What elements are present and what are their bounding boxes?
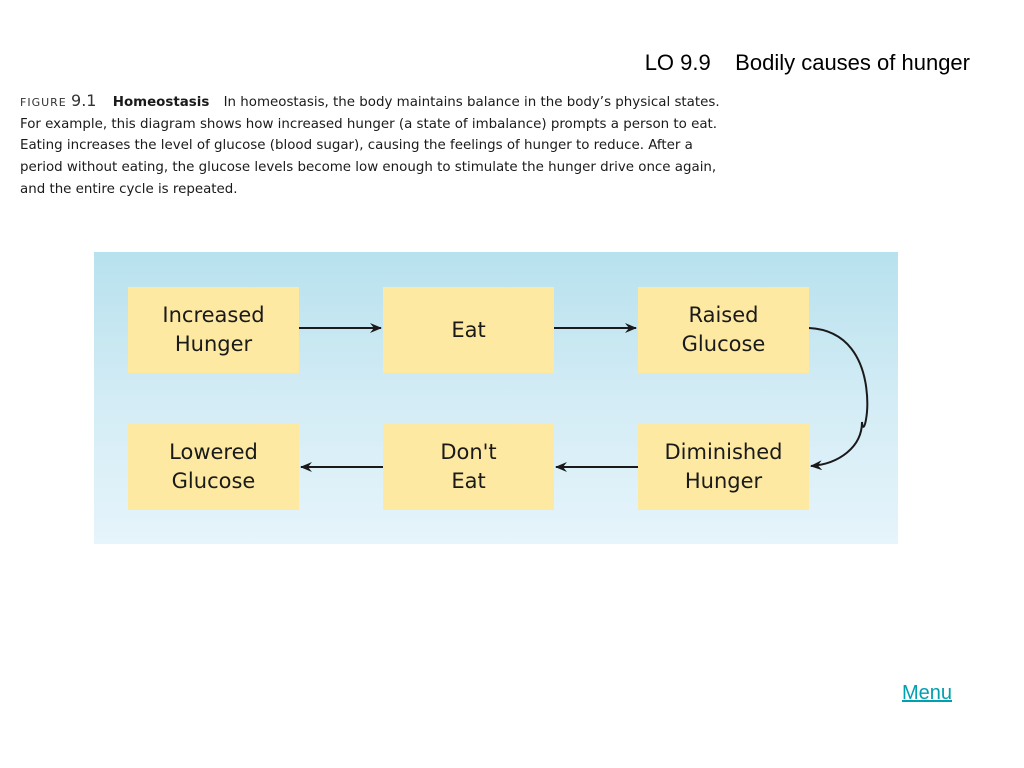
figure-label: FIGURE (20, 96, 67, 109)
node-dont-eat: Don't Eat (383, 424, 554, 510)
figure-caption-text: In homeostasis, the body maintains balan… (20, 95, 720, 197)
diagram-arrows (299, 323, 869, 472)
figure-number: 9.1 (71, 91, 97, 110)
menu-link[interactable]: Menu (902, 682, 953, 704)
arrow-raised-glucose-to-diminished-hunger (808, 327, 869, 471)
node-raised-glucose: Raised Glucose (638, 287, 809, 373)
node-lowered-glucose: Lowered Glucose (128, 424, 299, 510)
slide-title: LO 9.9 Bodily causes of hunger (644, 50, 970, 75)
node-diminished-hunger: Diminished Hunger (638, 424, 809, 510)
figure-caption: FIGURE 9.1 Homeostasis In homeostasis, t… (20, 90, 730, 201)
node-increased-hunger: Increased Hunger (128, 287, 299, 373)
figure-title: Homeostasis (112, 95, 210, 110)
node-eat: Eat (383, 287, 554, 373)
homeostasis-diagram: Increased Hunger Eat Raised Glucose Lowe… (94, 252, 898, 544)
